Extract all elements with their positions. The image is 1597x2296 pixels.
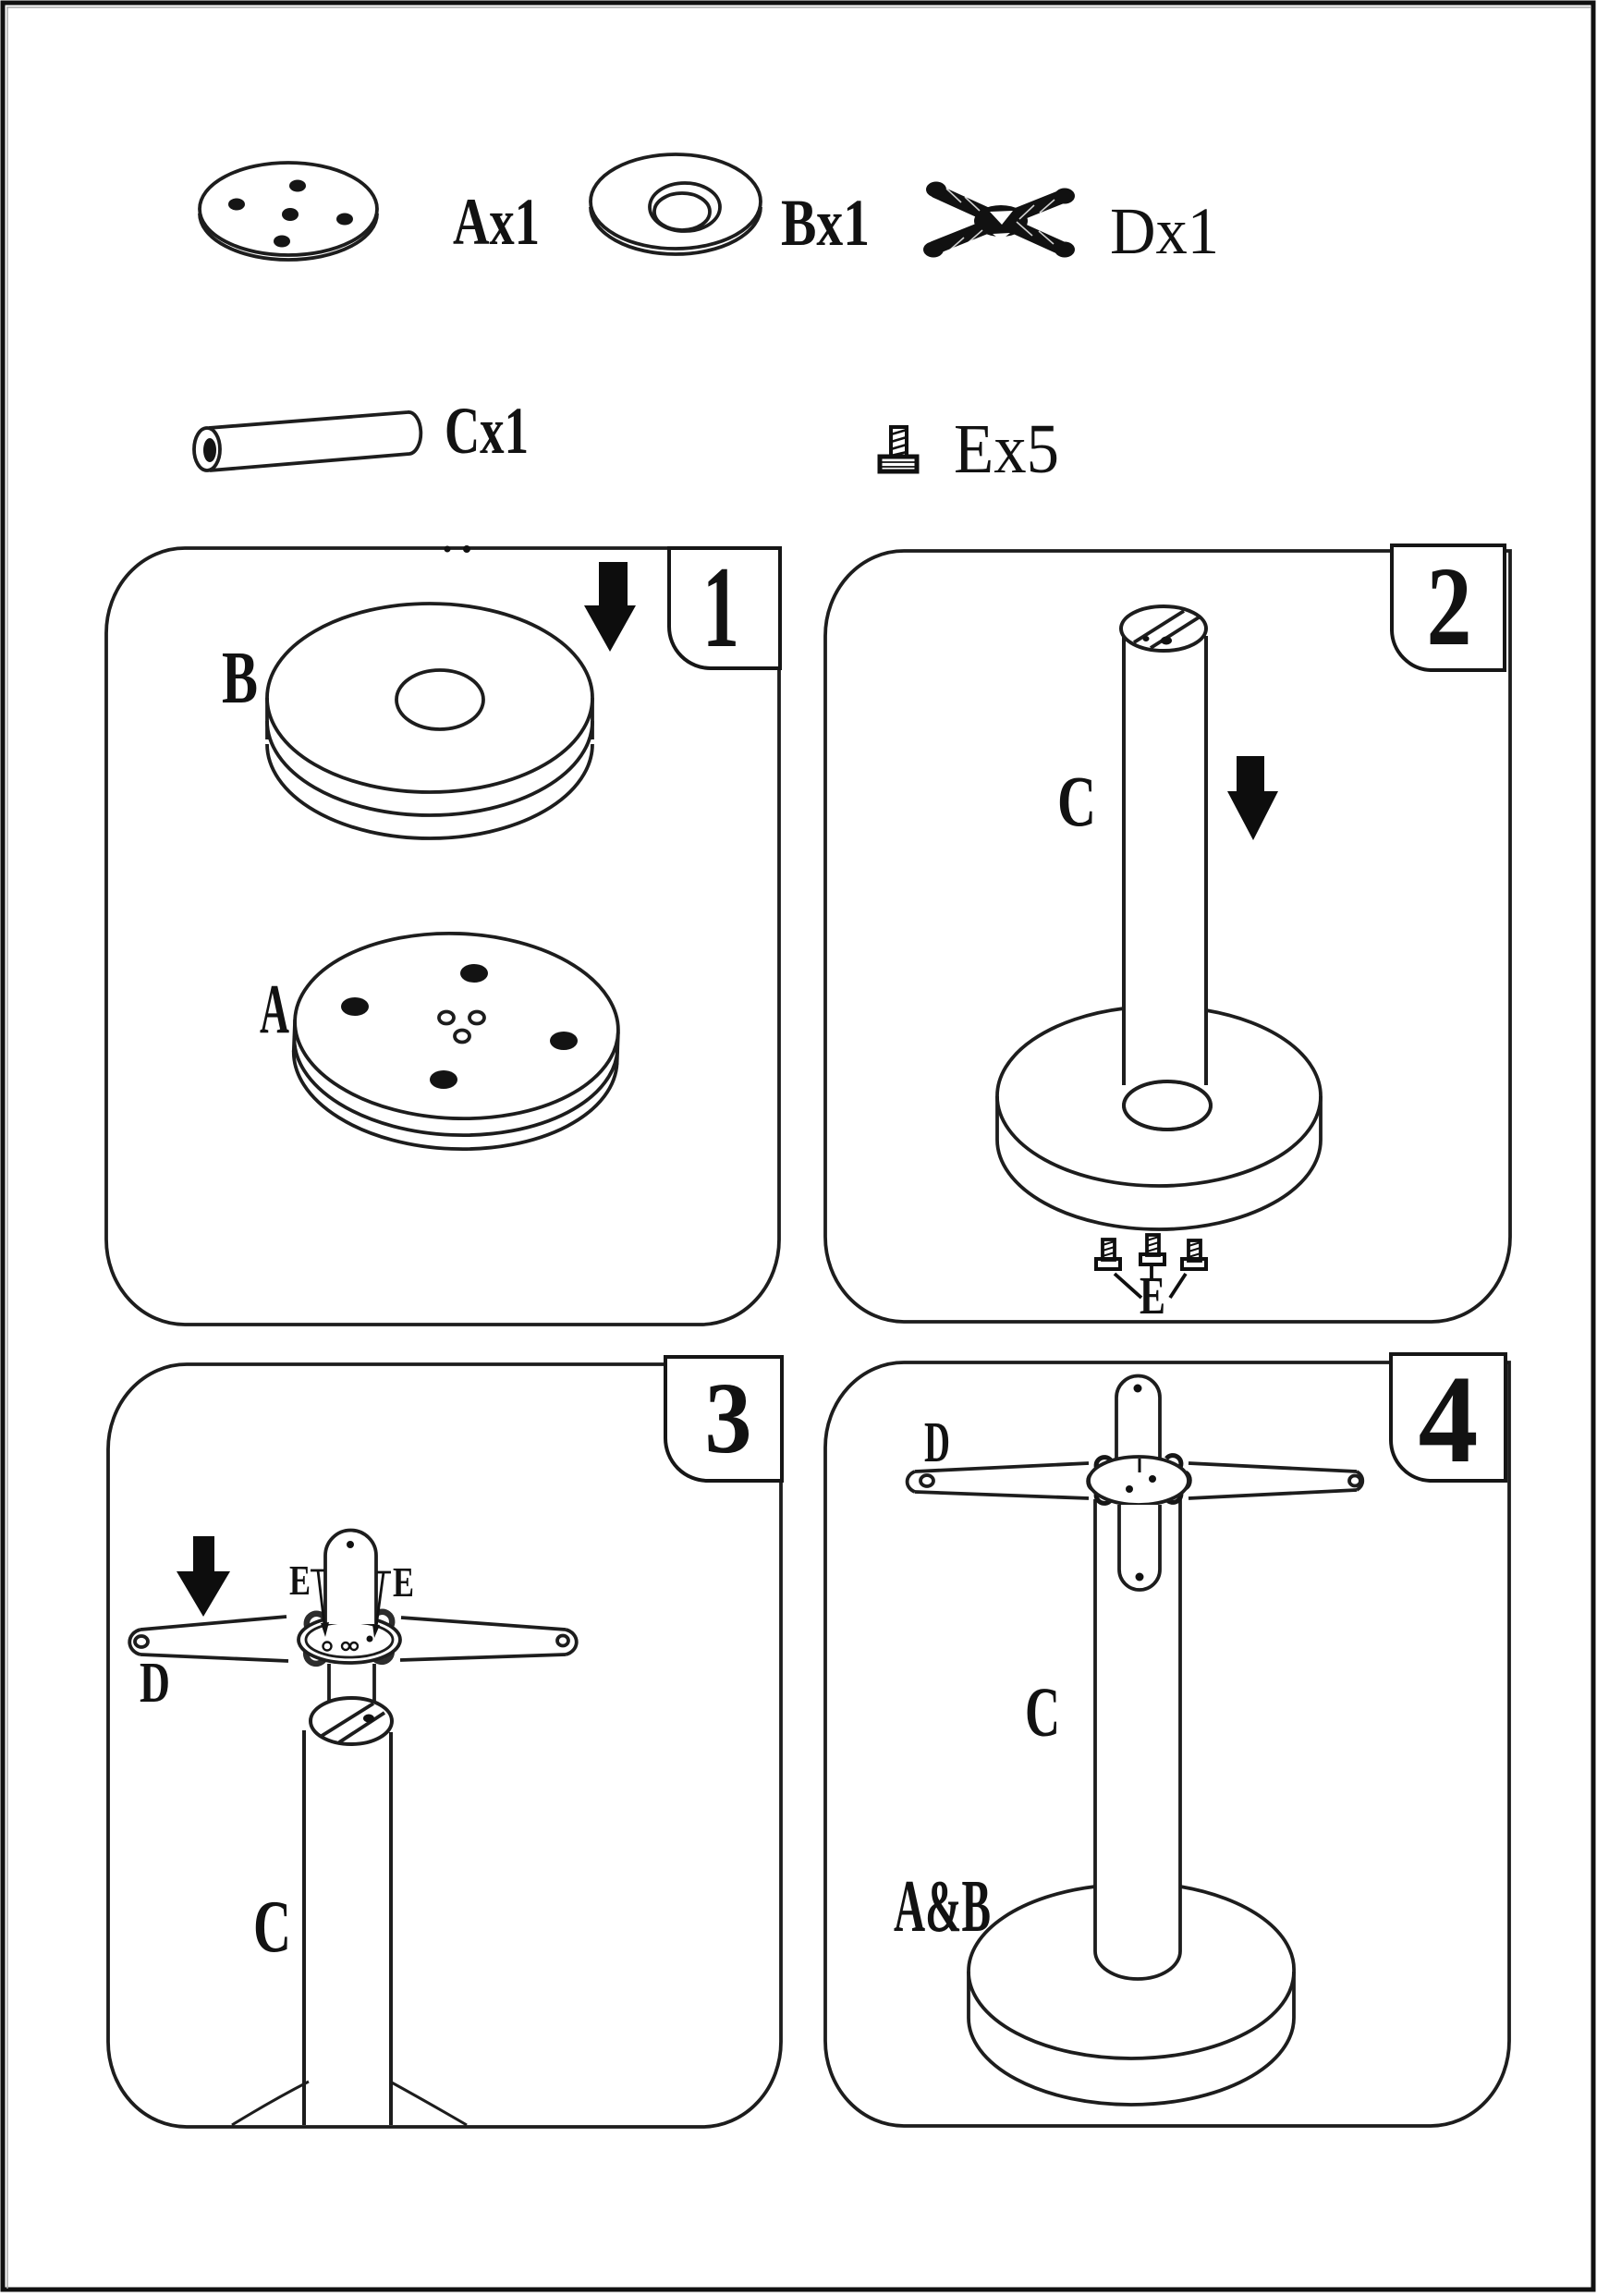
svg-text:C: C [1025, 1674, 1060, 1752]
svg-text:Cx1: Cx1 [445, 394, 529, 468]
svg-text:1: 1 [702, 543, 739, 672]
svg-text:Bx1: Bx1 [781, 186, 870, 260]
svg-text:3: 3 [705, 1362, 752, 1474]
svg-text:2: 2 [1427, 544, 1472, 669]
svg-text:Ax1: Ax1 [453, 185, 540, 259]
svg-text:D: D [924, 1411, 950, 1474]
svg-text:E: E [393, 1558, 414, 1606]
svg-text:D: D [140, 1652, 170, 1715]
svg-text:A: A [260, 971, 289, 1048]
svg-text:A&B: A&B [894, 1866, 991, 1948]
svg-text:Ex5: Ex5 [954, 410, 1059, 488]
svg-text:Dx1: Dx1 [1110, 194, 1219, 268]
svg-text:4: 4 [1419, 1350, 1479, 1489]
svg-text:C: C [1057, 761, 1096, 841]
svg-text:B: B [222, 638, 258, 719]
svg-text:C: C [253, 1887, 291, 1968]
svg-text:E: E [289, 1557, 311, 1604]
svg-text:E: E [1140, 1265, 1165, 1325]
